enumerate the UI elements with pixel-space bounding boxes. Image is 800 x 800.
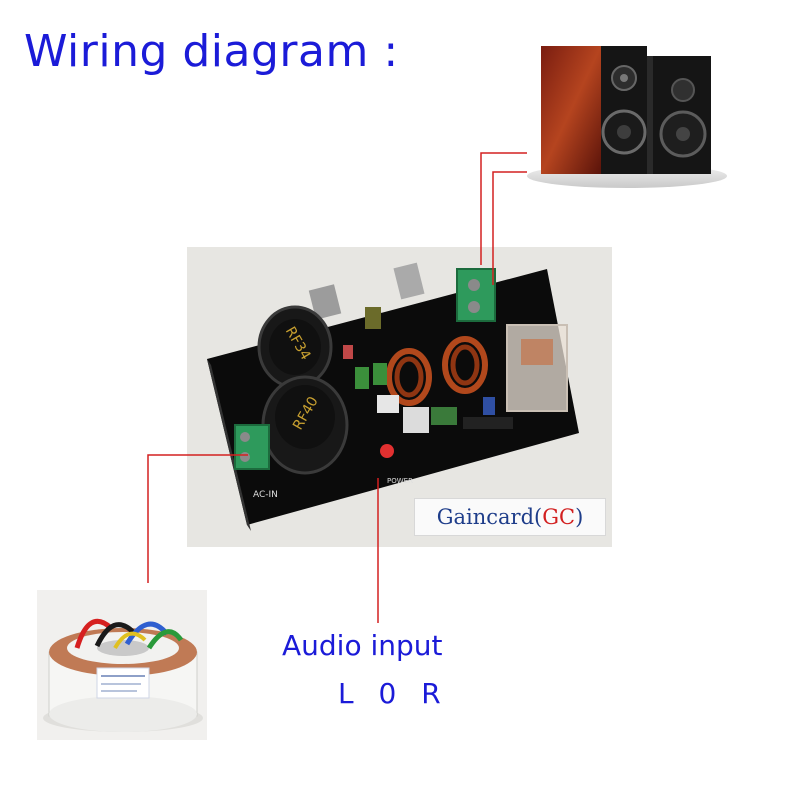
- power-label: POWER: [387, 477, 413, 485]
- brand-label: Gaincard(GC): [414, 498, 606, 536]
- amplifier-board-icon: RF34 RF40 AC-IN POWER: [187, 247, 612, 547]
- brand-suffix: ): [575, 505, 584, 529]
- audio-channels-label: L 0 R: [338, 677, 449, 710]
- diagram-title: Wiring diagram :: [24, 26, 399, 77]
- speaker-pair-icon: [527, 38, 727, 190]
- ac-in-label: AC-IN: [253, 490, 278, 500]
- brand-code: GC: [542, 505, 576, 529]
- audio-input-label: Audio input: [282, 629, 443, 662]
- brand-prefix: Gaincard(: [436, 505, 543, 529]
- toroidal-transformer-icon: [37, 590, 207, 740]
